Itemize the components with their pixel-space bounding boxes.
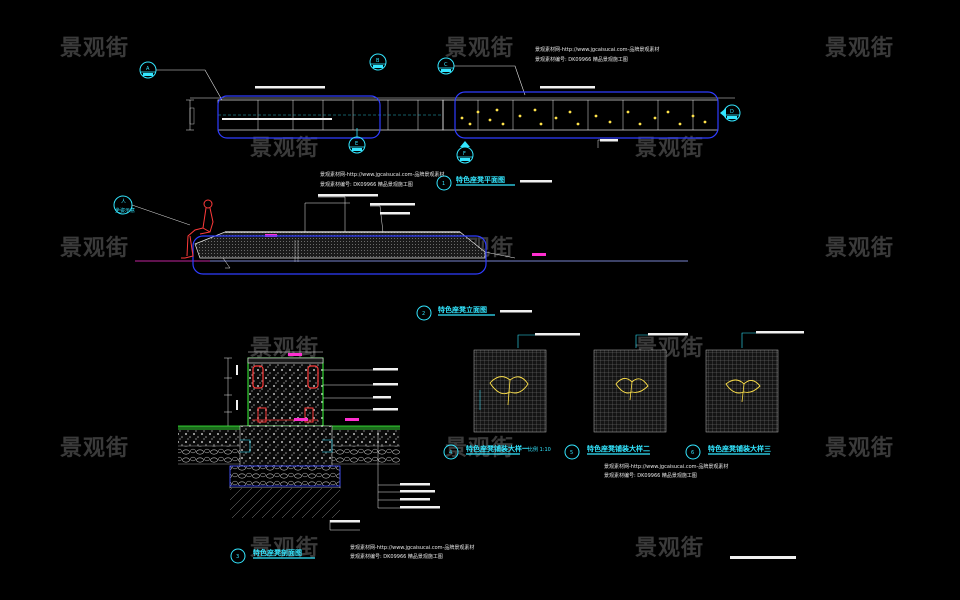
drawing-scale: 比例 1:10: [528, 446, 551, 453]
paving-detail-3: 6 特色座凳铺装大样三: [685, 331, 804, 460]
marker-label: E: [355, 141, 358, 147]
paving-detail-1: 4 特色座凳铺装大样一 比例 1:10: [443, 333, 580, 460]
dimension-text: [540, 86, 595, 89]
leaf-inlay-pattern: [460, 108, 707, 126]
plan-bench-outline-right: [454, 91, 719, 139]
plan-view: A B C: [139, 46, 741, 191]
watermark: 景观街: [445, 35, 514, 61]
section-marker-a: A: [139, 61, 223, 101]
watermark: 景观街: [825, 435, 894, 461]
drawing-note: 景观素材网-http://www.jgcaisucai.com-品牌景观素材: [604, 463, 728, 470]
title-block-detail-1: 4 特色座凳铺装大样一 比例 1:10: [443, 444, 551, 460]
watermark: 景观街: [250, 135, 319, 161]
plan-bench-outline-left: [217, 95, 381, 139]
paving-detail-2: 5 特色座凳铺装大样二 景观素材网-http://www.jgcaisucai.…: [564, 333, 728, 479]
drawing-note: 景观素材网-http://www.jgcaisucai.com-品牌景观素材: [350, 544, 474, 551]
drawing-note: 景观素材网-http://www.jgcaisucai.com-品牌景观素材: [320, 171, 444, 178]
title-block-detail-2: 5 特色座凳铺装大样二: [564, 444, 650, 460]
bench-section-body: [247, 357, 324, 427]
marker-label: C: [444, 62, 448, 68]
marker-label: A: [146, 66, 150, 72]
section-view: 景观素材网-http://www.jgcaisucai.com-品牌景观素材 景…: [178, 351, 474, 564]
callout-text: 人: [121, 199, 126, 205]
drawing-title: 特色座凳平面图: [456, 175, 505, 184]
title-block-plan: 1 特色座凳平面图: [436, 175, 552, 191]
section-marker-e: E: [348, 128, 366, 154]
drawing-note: 景观素材编号: DK09966 精品景观施工图: [604, 472, 697, 479]
section-marker-c: C: [437, 57, 526, 96]
drawing-title: 特色座凳剖面图: [253, 548, 302, 557]
seated-person-figure: [181, 199, 214, 259]
watermark: 景观街: [825, 35, 894, 61]
drawing-note: 景观素材网-http://www.jgcaisucai.com-品牌景观素材: [535, 46, 659, 53]
section-marker-f: F: [456, 141, 474, 164]
watermark: 景观街: [250, 535, 319, 561]
drawing-number: 5: [570, 450, 573, 456]
title-block-elevation: 2 特色座凳立面图: [416, 305, 532, 321]
dimension-text: [255, 86, 325, 89]
watermarks: 景观街 景观街 景观街 景观街 景观街 景观街 景观街 景观街 景观街 景观街 …: [60, 35, 894, 561]
detail-panels: 4 特色座凳铺装大样一 比例 1:10 5 特色座凳铺装大样二 景观素材网-ht…: [443, 331, 804, 479]
drawing-number: 1: [442, 181, 445, 187]
marker-label: D: [730, 109, 734, 115]
drawing-title: 特色座凳铺装大样二: [587, 444, 650, 453]
watermark: 景观街: [635, 135, 704, 161]
elevation-view: 景观素材网-http://www.jgcaisucai.com-品牌景观素材 景…: [113, 171, 688, 321]
drawing-title: 特色座凳铺装大样三: [708, 444, 771, 453]
watermark: 景观街: [250, 335, 319, 361]
watermark: 景观街: [635, 535, 704, 561]
watermark: 景观街: [825, 235, 894, 261]
title-block-detail-3: 6 特色座凳铺装大样三: [685, 444, 771, 460]
marker-label: F: [463, 151, 466, 157]
watermark: 景观街: [60, 35, 129, 61]
marker-label: B: [376, 58, 380, 64]
drawing-title: 特色座凳铺装大样一: [466, 444, 529, 453]
drawing-number: 3: [236, 554, 239, 560]
watermark: 景观街: [60, 435, 129, 461]
drawing-title: 特色座凳立面图: [438, 305, 487, 314]
drawing-number: 4: [449, 450, 452, 456]
person-callout: 人 坐姿示意: [113, 195, 191, 226]
section-marker-b: B: [369, 53, 387, 71]
drawing-note: 景观素材编号: DK09966 精品景观施工图: [320, 181, 413, 188]
scale-bar: [730, 556, 796, 559]
drawing-note: 景观素材编号: DK09966 精品景观施工图: [350, 553, 443, 560]
watermark: 景观街: [60, 235, 129, 261]
section-marker-d: D: [720, 104, 741, 122]
drawing-number: 2: [422, 311, 425, 317]
callout-text: 坐姿示意: [115, 207, 135, 214]
title-block-section: 3 特色座凳剖面图: [230, 548, 315, 564]
drawing-number: 6: [691, 450, 694, 456]
drawing-note: 景观素材编号: DK09966 精品景观施工图: [535, 56, 628, 63]
